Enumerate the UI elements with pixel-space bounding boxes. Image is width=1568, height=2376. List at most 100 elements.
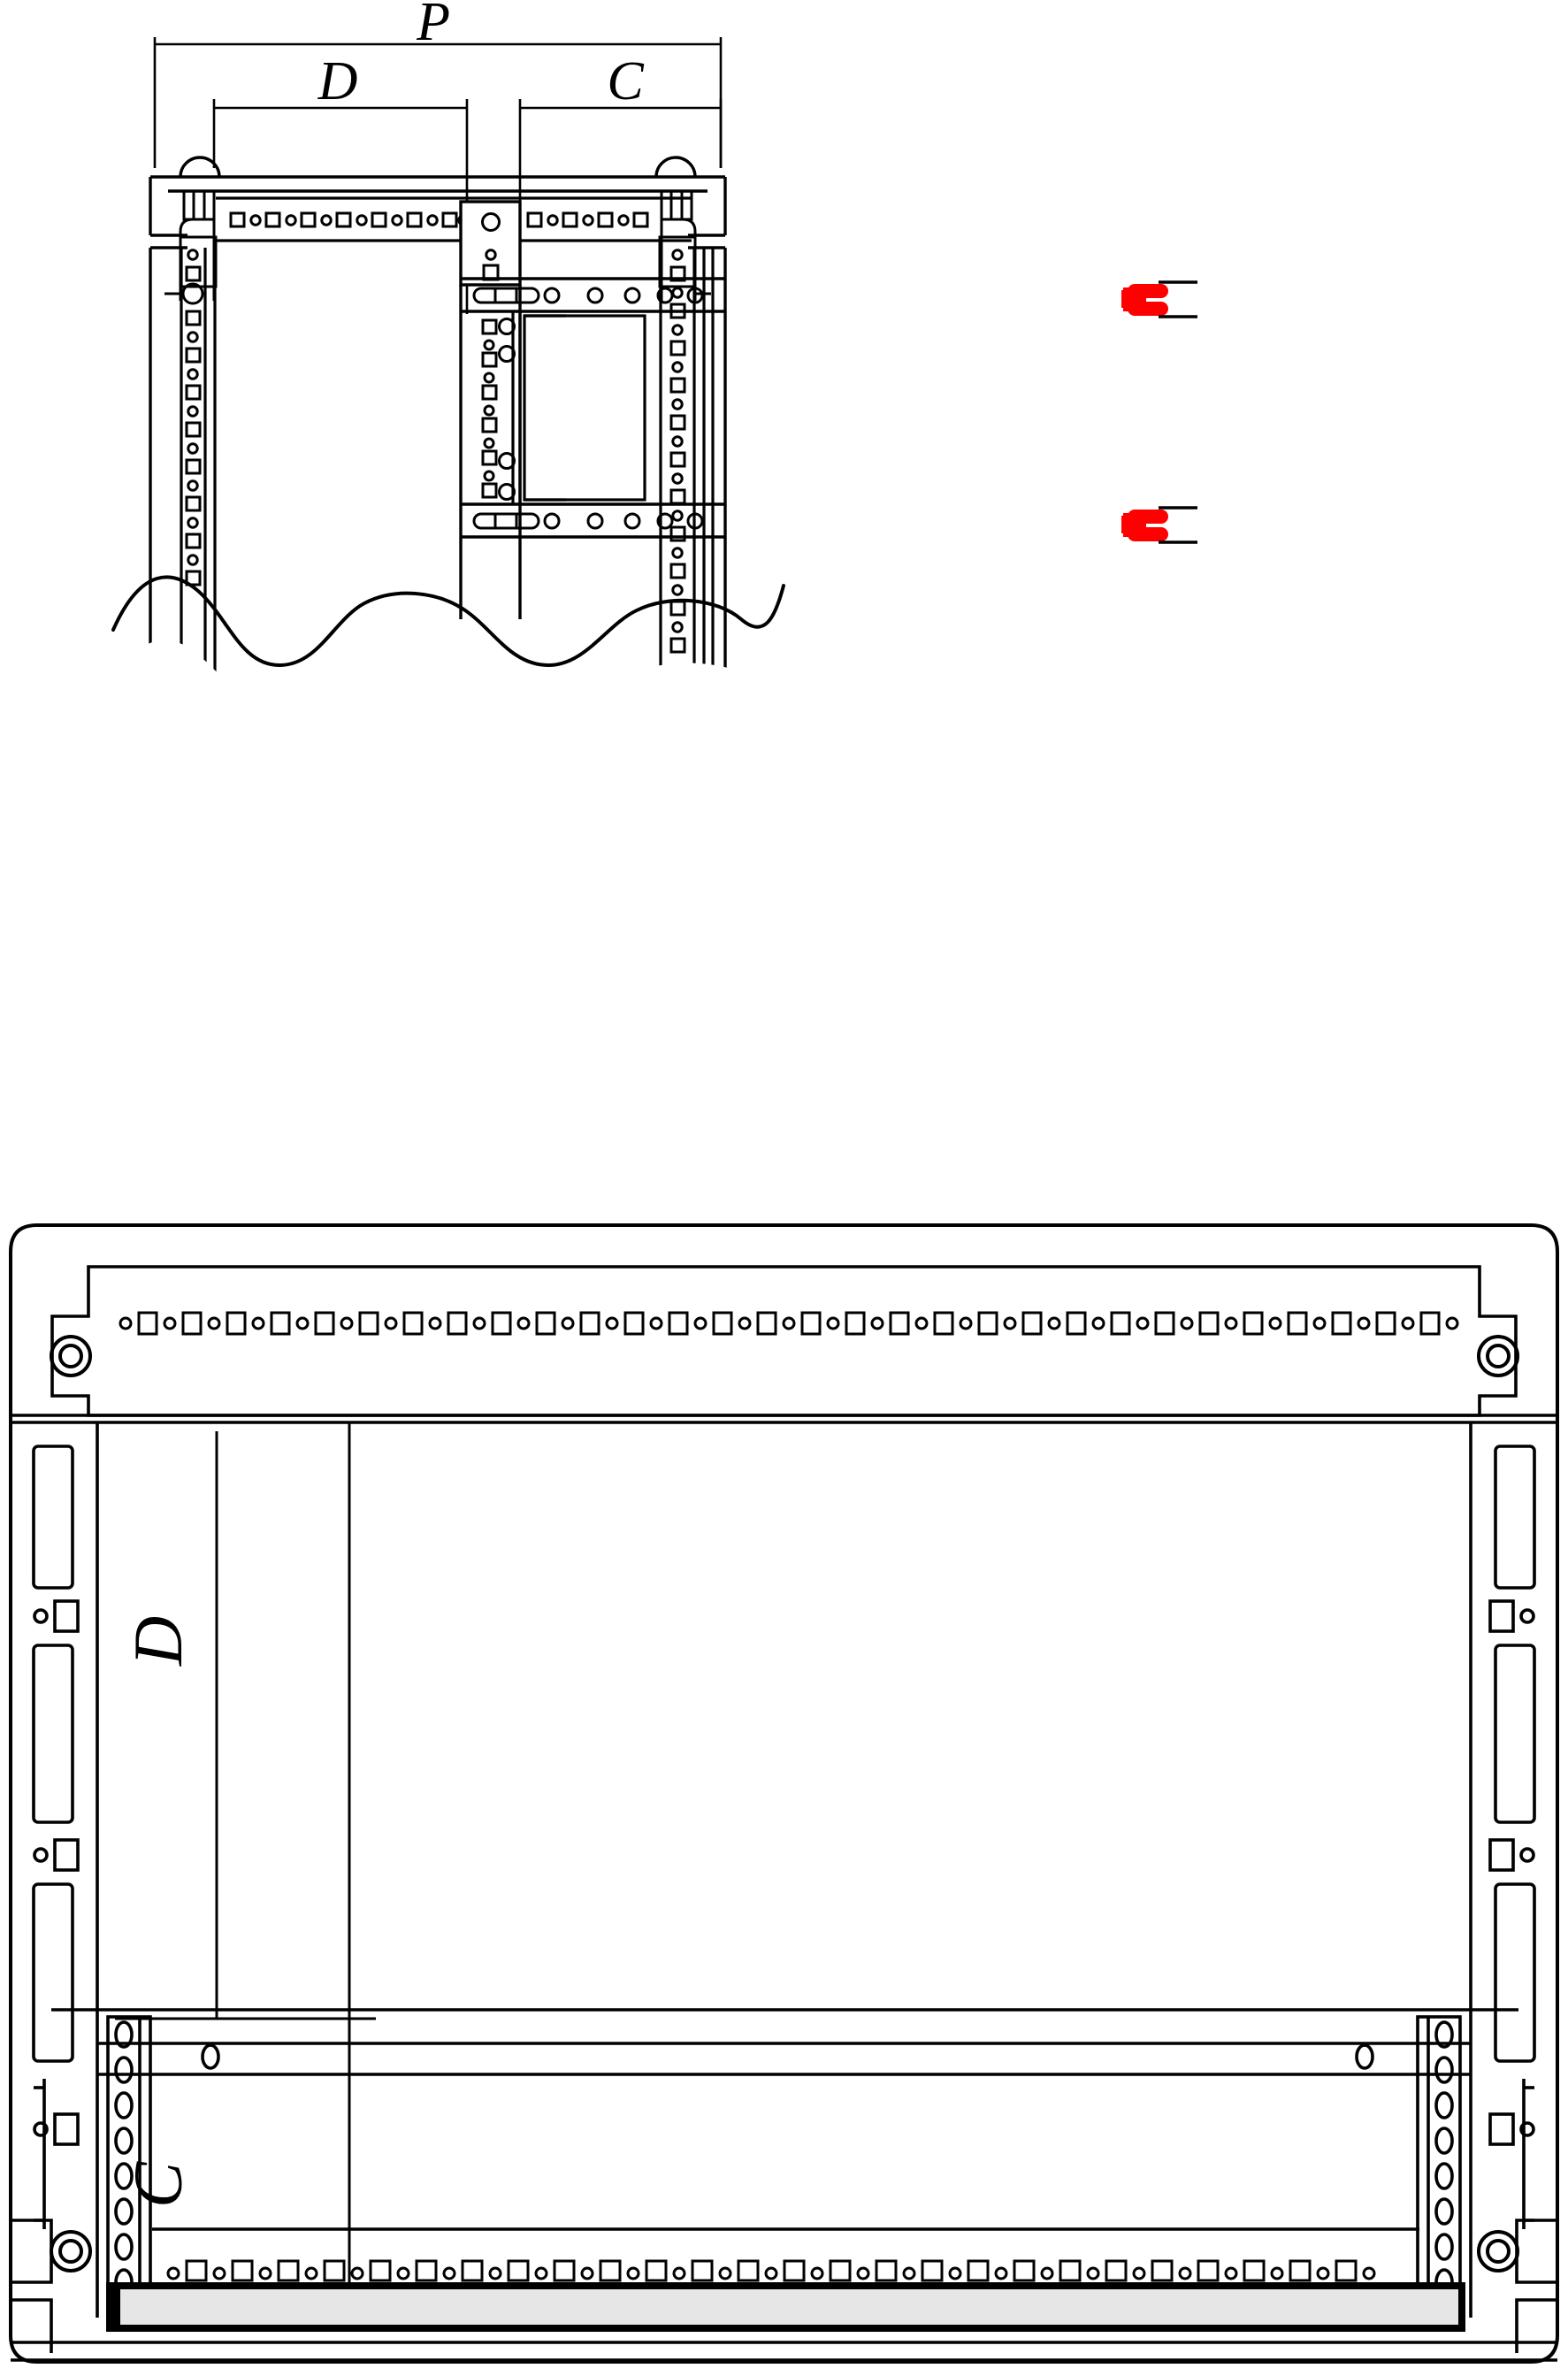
hole-round — [656, 512, 674, 530]
hole-round — [623, 512, 641, 530]
hole-square — [645, 2259, 668, 2282]
right-post-hole-round-1 — [1519, 1608, 1535, 1624]
front-view: D C — [9, 1223, 1559, 2364]
hole-square — [270, 1311, 291, 1336]
hole-square — [1154, 1311, 1175, 1336]
corner-bolt-top-left-inner — [58, 1344, 83, 1368]
hole-square — [1289, 2259, 1312, 2282]
hole-round — [391, 214, 403, 226]
hole-square — [481, 449, 498, 466]
hole-square — [185, 570, 202, 586]
hole-square — [1066, 1311, 1087, 1336]
hole-oval — [114, 2127, 134, 2155]
hole-round — [561, 1316, 575, 1330]
hole-round — [483, 404, 495, 417]
hole-square — [669, 488, 686, 505]
dimension-label-C: C — [607, 51, 644, 111]
slotted-bracket-lower-holes — [472, 512, 704, 530]
dimension-label-P: P — [416, 0, 450, 52]
bottom-foot-right — [1515, 2298, 1557, 2353]
hole-round — [605, 1316, 619, 1330]
hole-oval — [1434, 2233, 1454, 2261]
hole-square — [226, 1311, 247, 1336]
hole-square — [669, 525, 686, 542]
corner-bolt-bottom-right-inner — [1486, 2239, 1511, 2264]
hole-square — [185, 495, 202, 512]
hole-round — [580, 2266, 594, 2280]
cross-rail-hole-right — [1355, 2043, 1374, 2070]
front-base-lines — [11, 2341, 1557, 2362]
hole-square — [669, 414, 686, 431]
hole-oval — [114, 2233, 134, 2261]
gland-plate — [106, 2282, 1465, 2332]
corner-bolt-top-left — [50, 1335, 92, 1377]
hole-round — [671, 287, 684, 299]
hole-square — [185, 458, 202, 475]
hole-round — [1316, 2266, 1330, 2280]
hole-round — [671, 472, 684, 485]
hole-round — [617, 214, 630, 226]
hole-round — [671, 398, 684, 410]
hole-oval — [1434, 2056, 1454, 2084]
hole-square — [921, 2259, 944, 2282]
hole-round — [285, 214, 297, 226]
hole-oval — [1434, 2020, 1454, 2049]
cross-rail-beam — [51, 2008, 1518, 2076]
hole-round — [693, 1316, 708, 1330]
hole-square — [669, 340, 686, 356]
hole-square — [300, 211, 317, 228]
right-flange-detail — [1159, 280, 1197, 544]
hole-round — [582, 214, 594, 226]
hole-round — [1270, 2266, 1284, 2280]
hole-round-large — [498, 318, 516, 335]
hole-round — [304, 2266, 318, 2280]
hole-square — [229, 211, 246, 228]
front-top-perforated-strip — [119, 1311, 1459, 1336]
hole-round — [187, 479, 199, 492]
hole-square — [669, 451, 686, 468]
hole-square — [669, 637, 686, 654]
hole-square — [712, 1311, 733, 1336]
hole-round — [1224, 2266, 1238, 2280]
hole-round — [187, 517, 199, 529]
left-post-hole-square-3 — [53, 2112, 80, 2146]
hole-round — [671, 361, 684, 373]
hole-square — [623, 1311, 645, 1336]
hole-round — [163, 1316, 177, 1330]
hole-round — [485, 249, 497, 261]
vertical-rail-right-perforations — [669, 249, 686, 654]
corner-bolt-top-right — [1477, 1335, 1519, 1377]
hole-square — [264, 211, 281, 228]
hole-square — [553, 2259, 576, 2282]
cabinet-outer-shell — [149, 175, 727, 672]
hole-round — [738, 1316, 752, 1330]
hole-round — [671, 324, 684, 336]
swing-frame-center-profile — [459, 200, 522, 287]
front-right-post — [1469, 1422, 1559, 2318]
hole-square — [185, 421, 202, 438]
hole-square — [933, 1311, 954, 1336]
bottom-bracket-left — [11, 2219, 53, 2284]
corner-fillet-right — [662, 218, 697, 233]
hole-square — [277, 2259, 300, 2282]
hole-round — [340, 1316, 354, 1330]
bottom-bracket-right — [1515, 2219, 1557, 2284]
hole-round — [350, 2266, 364, 2280]
bottom-foot-left — [11, 2298, 53, 2353]
hole-square — [335, 211, 352, 228]
hole-round — [543, 287, 561, 304]
hole-round — [547, 214, 559, 226]
hole-round — [1445, 1316, 1459, 1330]
hole-round — [1091, 1316, 1105, 1330]
left-post-hole-round-1 — [33, 1608, 49, 1624]
hole-round — [623, 287, 641, 304]
hole-round — [994, 2266, 1008, 2280]
hole-square — [441, 211, 458, 228]
vertical-rail-left-perforations — [181, 249, 204, 586]
hole-round — [442, 2266, 456, 2280]
hole-round — [672, 2266, 686, 2280]
hole-round — [187, 249, 199, 261]
hole-round — [187, 368, 199, 380]
hole-square — [402, 1311, 424, 1336]
